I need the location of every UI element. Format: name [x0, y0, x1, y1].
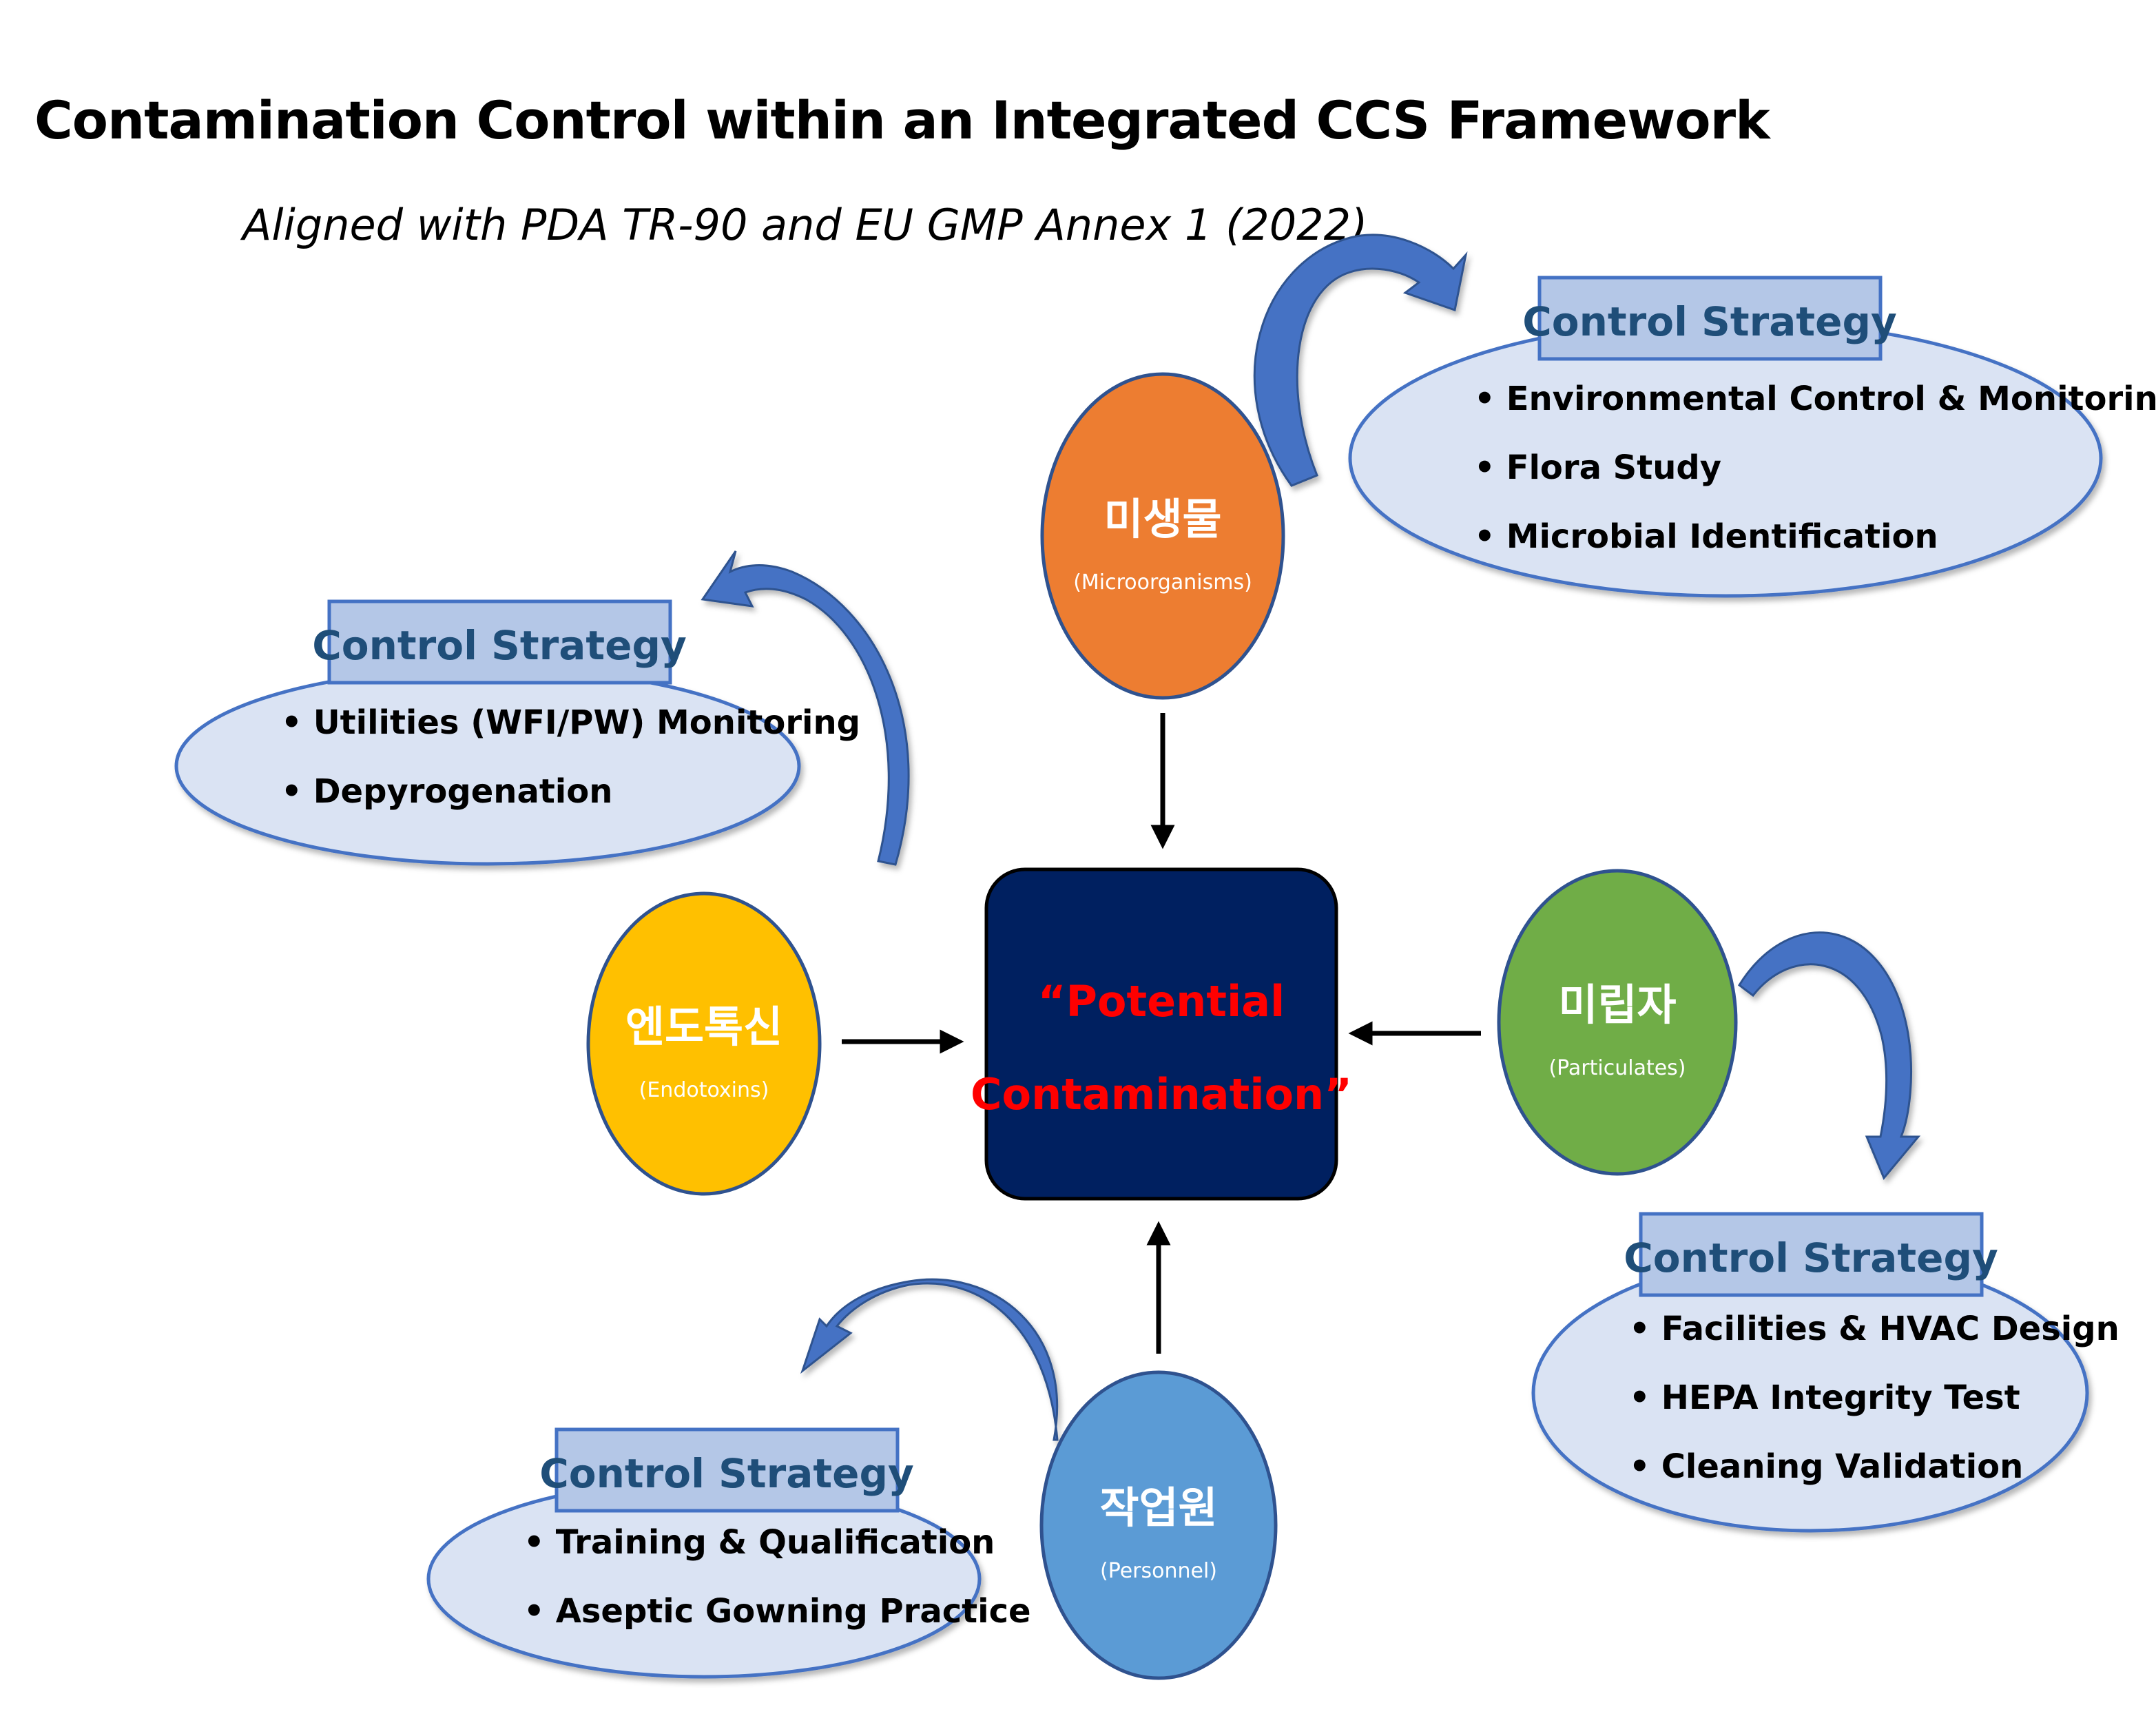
source-personnel: 작업원 (Personnel) [1039, 1370, 1278, 1680]
bullet: • [1474, 517, 1495, 556]
strategy-endotoxins: Control Strategy • Utilities (WFI/PW) Mon… [174, 599, 860, 866]
strategy-header: Control Strategy [312, 622, 687, 669]
source-microorganisms: 미생물 (Microorganisms) [1040, 372, 1285, 700]
bullet: • [281, 703, 302, 742]
svg-text:•Cleaning Validation: • Cleaning Validation [1629, 1447, 2023, 1486]
curve-arrow-endotoxins [701, 550, 910, 866]
page-title: Contamination Control within an Integrat… [34, 90, 1770, 151]
svg-text:•Facilities & HVAC Design: • Facilities & HVAC Design [1629, 1310, 2119, 1348]
svg-text:•Microbial Identification: • Microbial Identification [1474, 517, 1938, 556]
strategy-item: Cleaning Validation [1661, 1447, 2024, 1486]
center-text-line2: Contamination” [971, 1069, 1352, 1119]
source-english: (Personnel) [1100, 1559, 1217, 1583]
bullet: • [524, 1523, 545, 1562]
strategy-item: HEPA Integrity Test [1661, 1378, 2020, 1417]
source-english: (Microorganisms) [1073, 570, 1252, 595]
strategy-item: Utilities (WFI/PW) Monitoring [313, 703, 860, 742]
source-name: 미생물 [1103, 494, 1221, 544]
source-english: (Endotoxins) [639, 1078, 769, 1102]
strategy-item: Depyrogenation [313, 772, 613, 811]
strategy-header: Control Strategy [1522, 298, 1897, 345]
svg-text:•Aseptic Gowning Practice: • Aseptic Gowning Practice [524, 1592, 1031, 1631]
strategy-particulates: Control Strategy • Facilities & HVAC Desi… [1531, 1212, 2119, 1533]
bullet: • [1629, 1378, 1650, 1417]
bullet: • [524, 1592, 545, 1631]
curve-arrow-personnel [800, 1278, 1059, 1441]
center-text-line1: “Potential [1038, 976, 1285, 1026]
source-endotoxins: 엔도톡신 (Endotoxins) [586, 891, 822, 1196]
source-name: 엔도톡신 [625, 1002, 782, 1052]
strategy-header: Control Strategy [1624, 1235, 1998, 1281]
bullet: • [281, 772, 302, 811]
strategy-item: Flora Study [1506, 448, 1721, 487]
strategy-personnel: Control Strategy • Training & Qualificati… [426, 1427, 1031, 1679]
strategy-item: Aseptic Gowning Practice [556, 1592, 1031, 1631]
strategy-item: Facilities & HVAC Design [1661, 1310, 2119, 1348]
page-subtitle: Aligned with PDA TR-90 and EU GMP Annex … [242, 200, 1368, 250]
bullet: • [1474, 448, 1495, 487]
strategy-microorganisms: Control Strategy • Environmental Control … [1348, 276, 2156, 598]
source-particulates: 미립자 (Particulates) [1497, 869, 1738, 1176]
svg-text:•Flora Study: • Flora Study [1474, 448, 1721, 487]
center-box: “Potential Contamination” [971, 867, 1352, 1201]
source-name: 작업원 [1099, 1483, 1217, 1533]
strategy-item: Microbial Identification [1506, 517, 1938, 556]
svg-text:•Environmental Control & Monit: • Environmental Control & Monitoring [1474, 380, 2156, 418]
curve-arrow-microorganisms [1253, 234, 1468, 487]
svg-text:•Training & Qualification: • Training & Qualification [524, 1523, 995, 1562]
strategy-header: Control Strategy [539, 1450, 914, 1497]
svg-text:•HEPA Integrity Test: • HEPA Integrity Test [1629, 1378, 2020, 1417]
bullet: • [1474, 380, 1495, 418]
curve-arrow-particulates [1737, 931, 1921, 1180]
strategy-item: Training & Qualification [556, 1523, 995, 1562]
bullet: • [1629, 1447, 1650, 1486]
source-english: (Particulates) [1548, 1056, 1686, 1080]
bullet: • [1629, 1310, 1650, 1348]
svg-text:•Depyrogenation: • Depyrogenation [281, 772, 612, 811]
svg-text:•Utilities (WFI/PW) Monitoring: • Utilities (WFI/PW) Monitoring [281, 703, 860, 742]
source-name: 미립자 [1558, 980, 1676, 1030]
strategy-item: Environmental Control & Monitoring [1506, 380, 2156, 418]
